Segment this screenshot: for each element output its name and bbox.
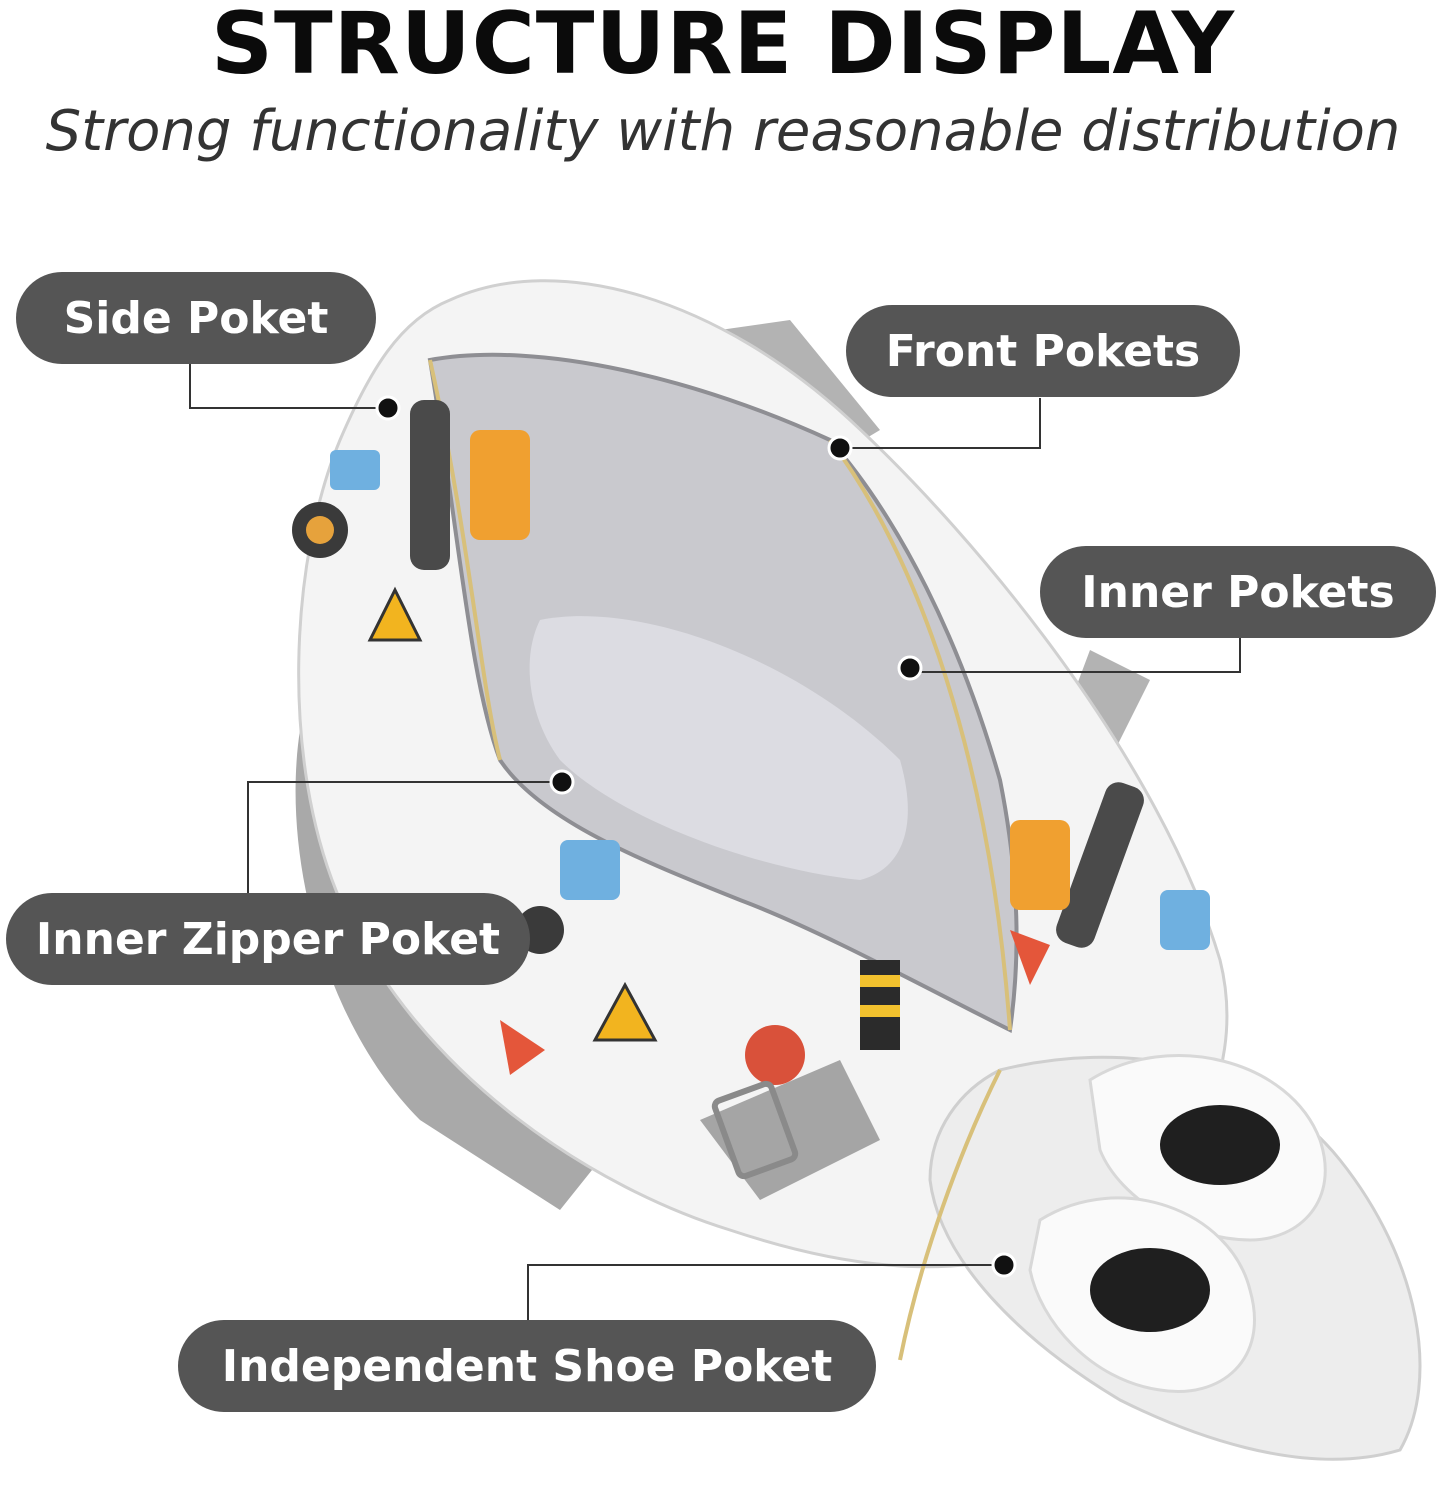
callout-leader-lines xyxy=(189,360,1241,1322)
shoe-compartment-zipper xyxy=(898,1069,1002,1361)
sneaker-top-opening xyxy=(1160,1105,1280,1185)
side-pocket-label: Side Poket xyxy=(16,272,376,364)
inner-pockets-label: Inner Pokets xyxy=(1040,546,1436,638)
page-title: STRUCTURE DISPLAY xyxy=(211,0,1235,94)
independent-shoe-pocket-label: Independent Shoe Poket xyxy=(178,1320,876,1412)
zipper-right xyxy=(828,438,1012,1031)
buckle xyxy=(711,1080,799,1180)
pattern-decorations xyxy=(292,400,1210,1085)
sneaker-bottom-opening xyxy=(1090,1248,1210,1332)
inner-zipper-pocket-label: Inner Zipper Poket xyxy=(6,893,530,985)
front-pockets-label: Front Pokets xyxy=(846,305,1240,397)
page-subtitle: Strong functionality with reasonable dis… xyxy=(45,99,1401,164)
inner-lining-highlight xyxy=(529,616,908,880)
callout-dots xyxy=(375,395,1017,1278)
